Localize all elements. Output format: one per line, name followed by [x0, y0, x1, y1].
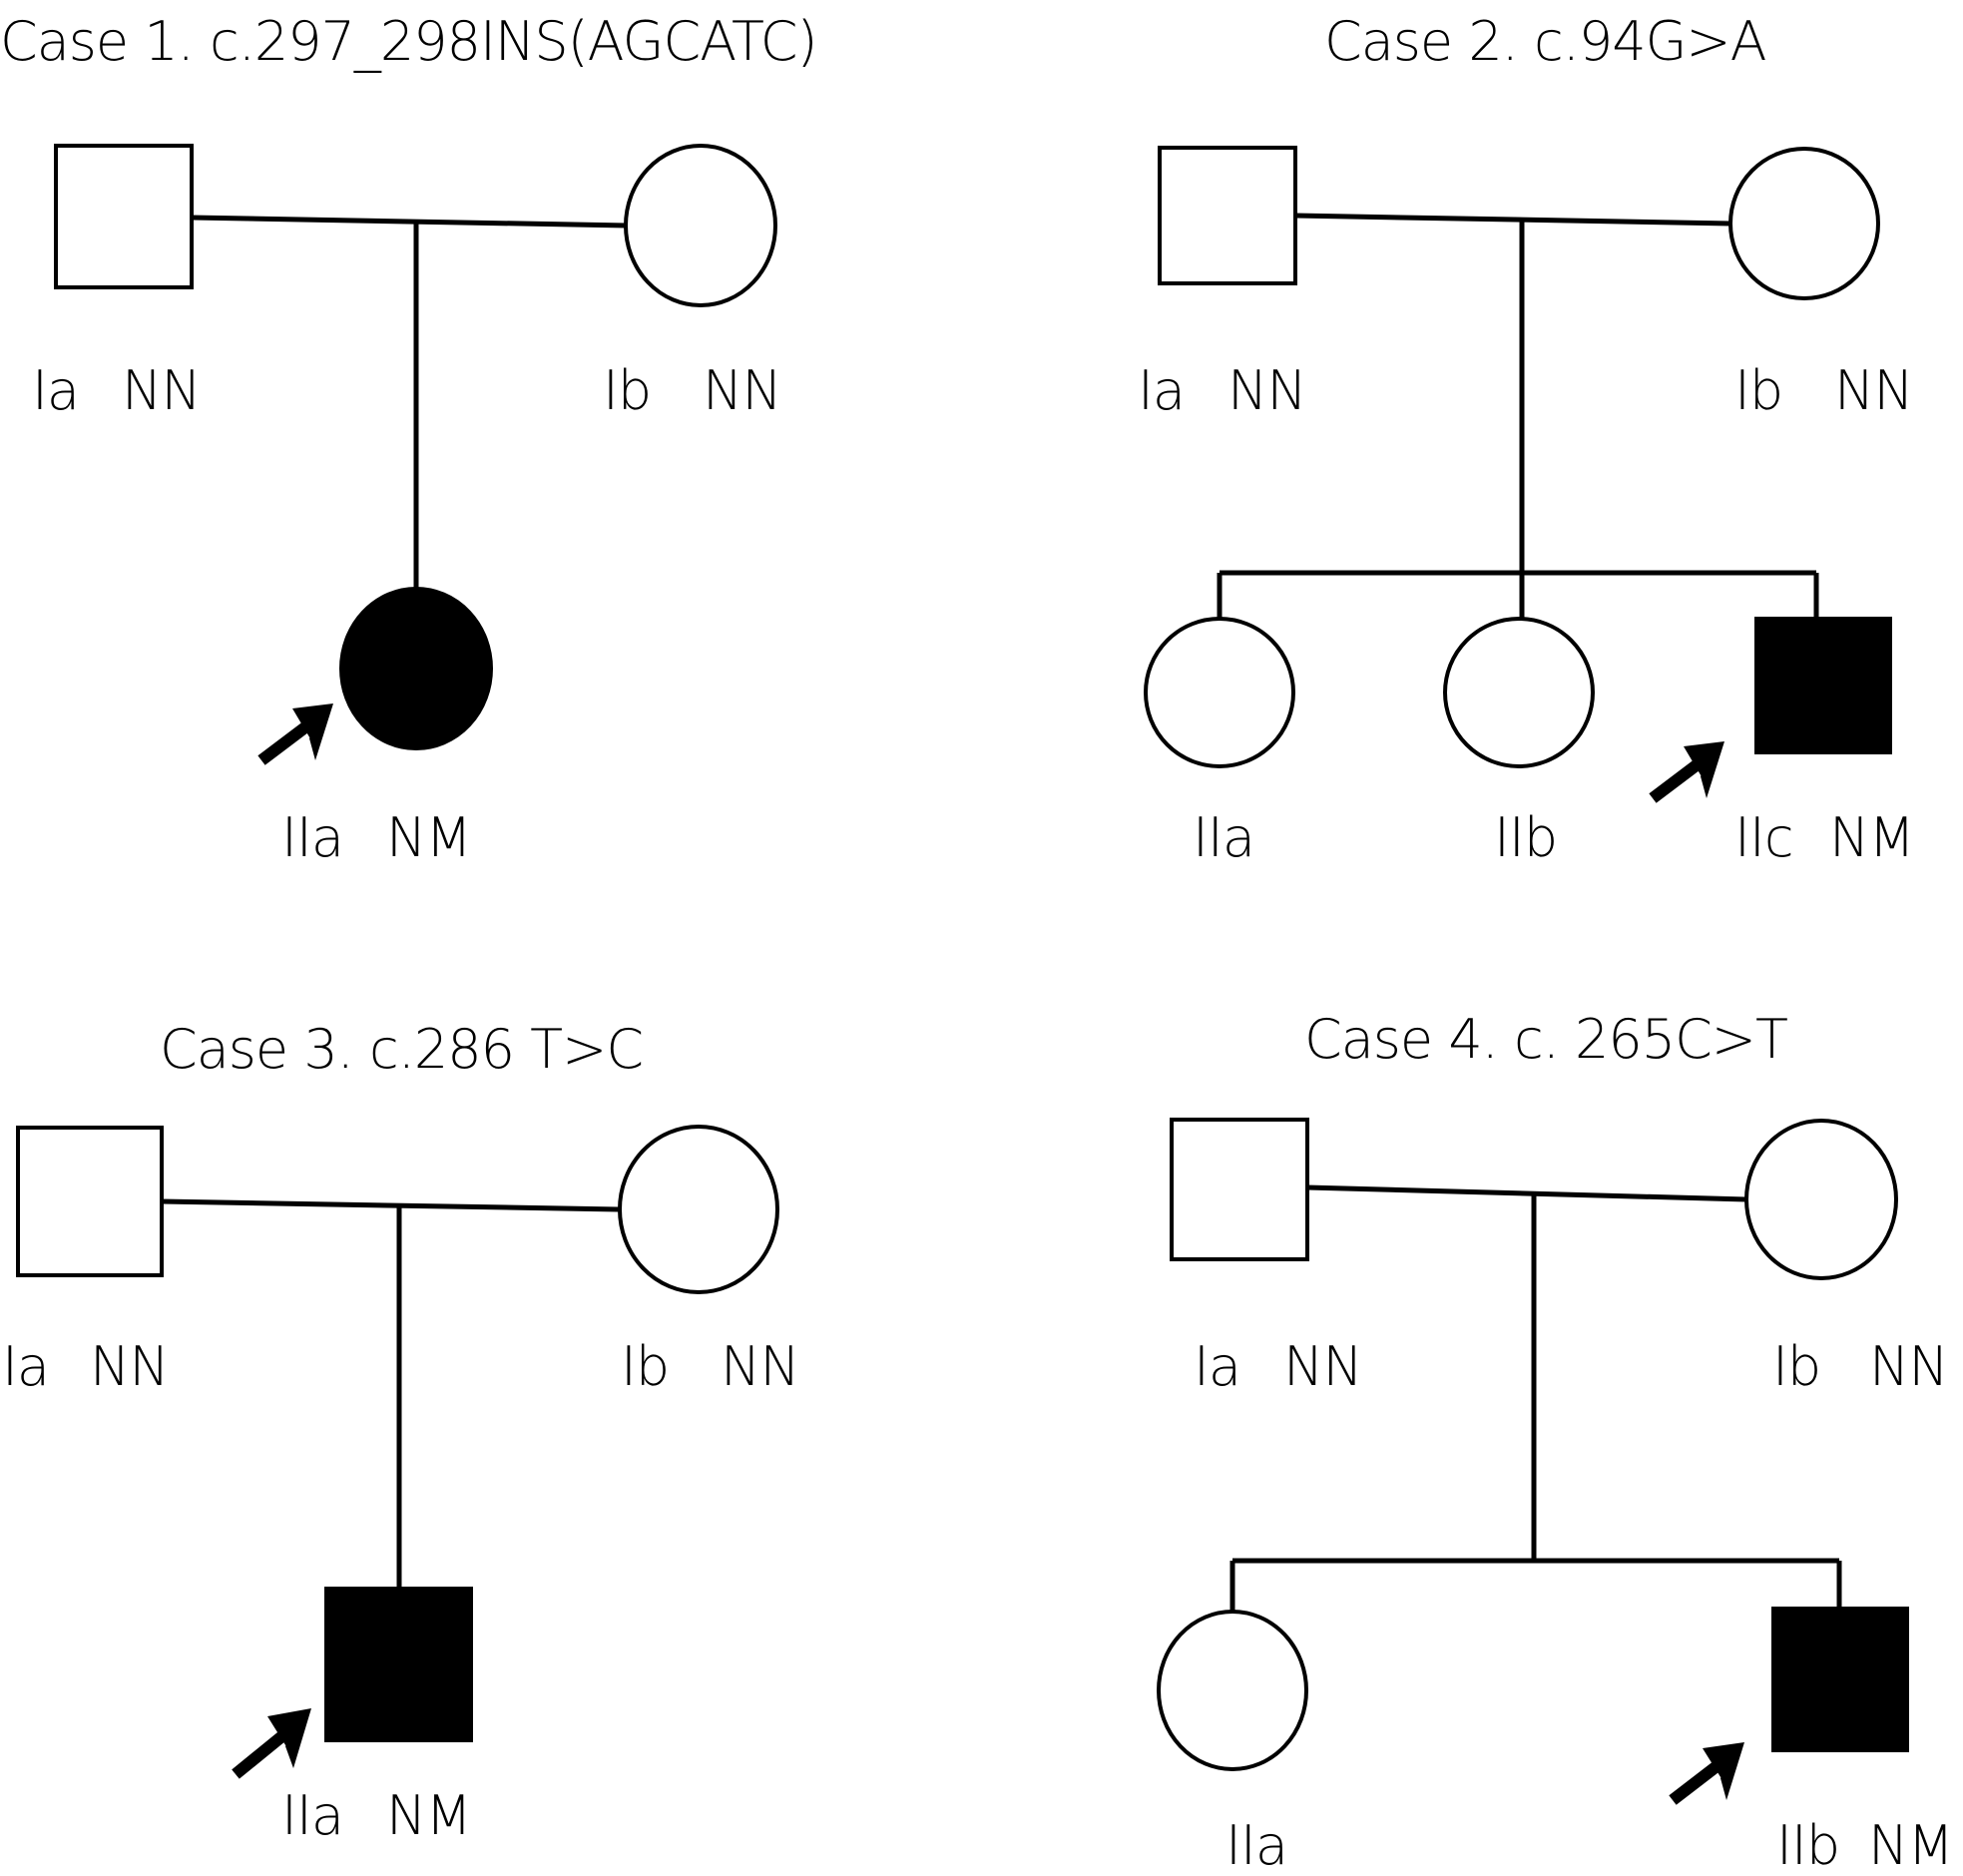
case-1-member-iia-id: IIa	[281, 806, 343, 869]
case-3-member-iia-genotype: NM	[386, 1784, 471, 1847]
case-4-member-iia-id: IIa	[1226, 1814, 1287, 1871]
case-4-member-ib-female-symbol	[1744, 1119, 1898, 1280]
case-4-member-iib-id: IIb	[1776, 1814, 1839, 1871]
case-1-member-ib-female-symbol	[624, 144, 777, 307]
case-3-mating-line	[161, 1198, 620, 1212]
case-2-proband-arrow-icon	[1649, 741, 1724, 803]
case-2-member-iic-affected-male-symbol	[1754, 617, 1892, 754]
case-2-member-ia-id: Ia	[1138, 359, 1185, 422]
case-3-title: Case 3. c.286 T>C	[160, 1018, 643, 1081]
case-2-member-iia-female-symbol	[1144, 617, 1295, 768]
case-1-member-ia-genotype: NN	[122, 359, 201, 422]
case-3-member-ia-male-symbol	[16, 1126, 164, 1277]
case-3-member-iia-affected-male-symbol	[324, 1587, 473, 1742]
case-4-pedigree: Case 4. c. 265C>T Ia NN Ib NN IIa IIb NM	[1157, 1008, 1954, 1876]
case-4-member-ia-male-symbol	[1170, 1118, 1309, 1261]
case-2-member-iib-female-symbol	[1443, 617, 1595, 768]
case-2-member-iia-id: IIa	[1193, 806, 1254, 869]
case-3-member-ib-genotype: NN	[721, 1335, 799, 1398]
case-4-member-iib-affected-male-symbol	[1771, 1607, 1909, 1752]
case-3-member-iia-id: IIa	[281, 1784, 343, 1847]
case-1-member-ia-id: Ia	[32, 359, 79, 422]
case-4-member-iib-genotype: NM	[1868, 1814, 1953, 1871]
case-4-member-ia-genotype: NN	[1283, 1335, 1362, 1398]
case-3-member-ib-female-symbol	[618, 1125, 779, 1294]
case-2-member-ib-id: Ib	[1734, 359, 1782, 422]
case-1-member-iia-affected-female-symbol	[339, 587, 493, 750]
case-3-proband-arrow-icon	[232, 1708, 311, 1779]
case-1-proband-arrow-icon	[257, 704, 333, 765]
case-4-title: Case 4. c. 265C>T	[1304, 1008, 1787, 1071]
case-3-member-ib-id: Ib	[621, 1335, 669, 1398]
case-2-member-iic-genotype: NM	[1829, 806, 1914, 869]
case-4-proband-arrow-icon	[1669, 1742, 1744, 1805]
case-3-pedigree: Case 3. c.286 T>C Ia NN Ib NN IIa NM	[2, 1018, 800, 1847]
case-2-title: Case 2. c.94G>A	[1324, 10, 1766, 73]
case-1-member-iia-genotype: NM	[386, 806, 471, 869]
case-1-member-ia-male-symbol	[54, 144, 194, 289]
case-1-member-ib-id: Ib	[603, 359, 651, 422]
case-2-member-ia-genotype: NN	[1227, 359, 1306, 422]
case-2-mating-line	[1294, 213, 1731, 227]
case-3-member-ia-genotype: NN	[90, 1335, 169, 1398]
case-4-member-ib-genotype: NN	[1869, 1335, 1948, 1398]
case-1-member-ib-genotype: NN	[703, 359, 781, 422]
case-4-member-iia-female-symbol	[1157, 1610, 1308, 1771]
case-4-mating-line	[1306, 1184, 1747, 1202]
case-2-member-iib-id: IIb	[1494, 806, 1557, 869]
case-2-member-ia-male-symbol	[1158, 146, 1297, 285]
case-1-title: Case 1. c.297_298INS(AGCATC)	[0, 10, 817, 73]
case-2-member-ib-genotype: NN	[1834, 359, 1913, 422]
case-4-member-ia-id: Ia	[1194, 1335, 1240, 1398]
case-4-member-ib-id: Ib	[1772, 1335, 1820, 1398]
case-2-member-iic-id: IIc	[1734, 806, 1793, 869]
case-3-member-ia-id: Ia	[2, 1335, 49, 1398]
case-2-member-ib-female-symbol	[1728, 147, 1880, 300]
case-1-pedigree: Case 1. c.297_298INS(AGCATC) Ia NN Ib NN…	[0, 10, 818, 869]
case-2-pedigree: Case 2. c.94G>A Ia NN Ib NN IIa IIb IIc …	[1138, 10, 1915, 869]
case-1-mating-line	[191, 215, 628, 229]
